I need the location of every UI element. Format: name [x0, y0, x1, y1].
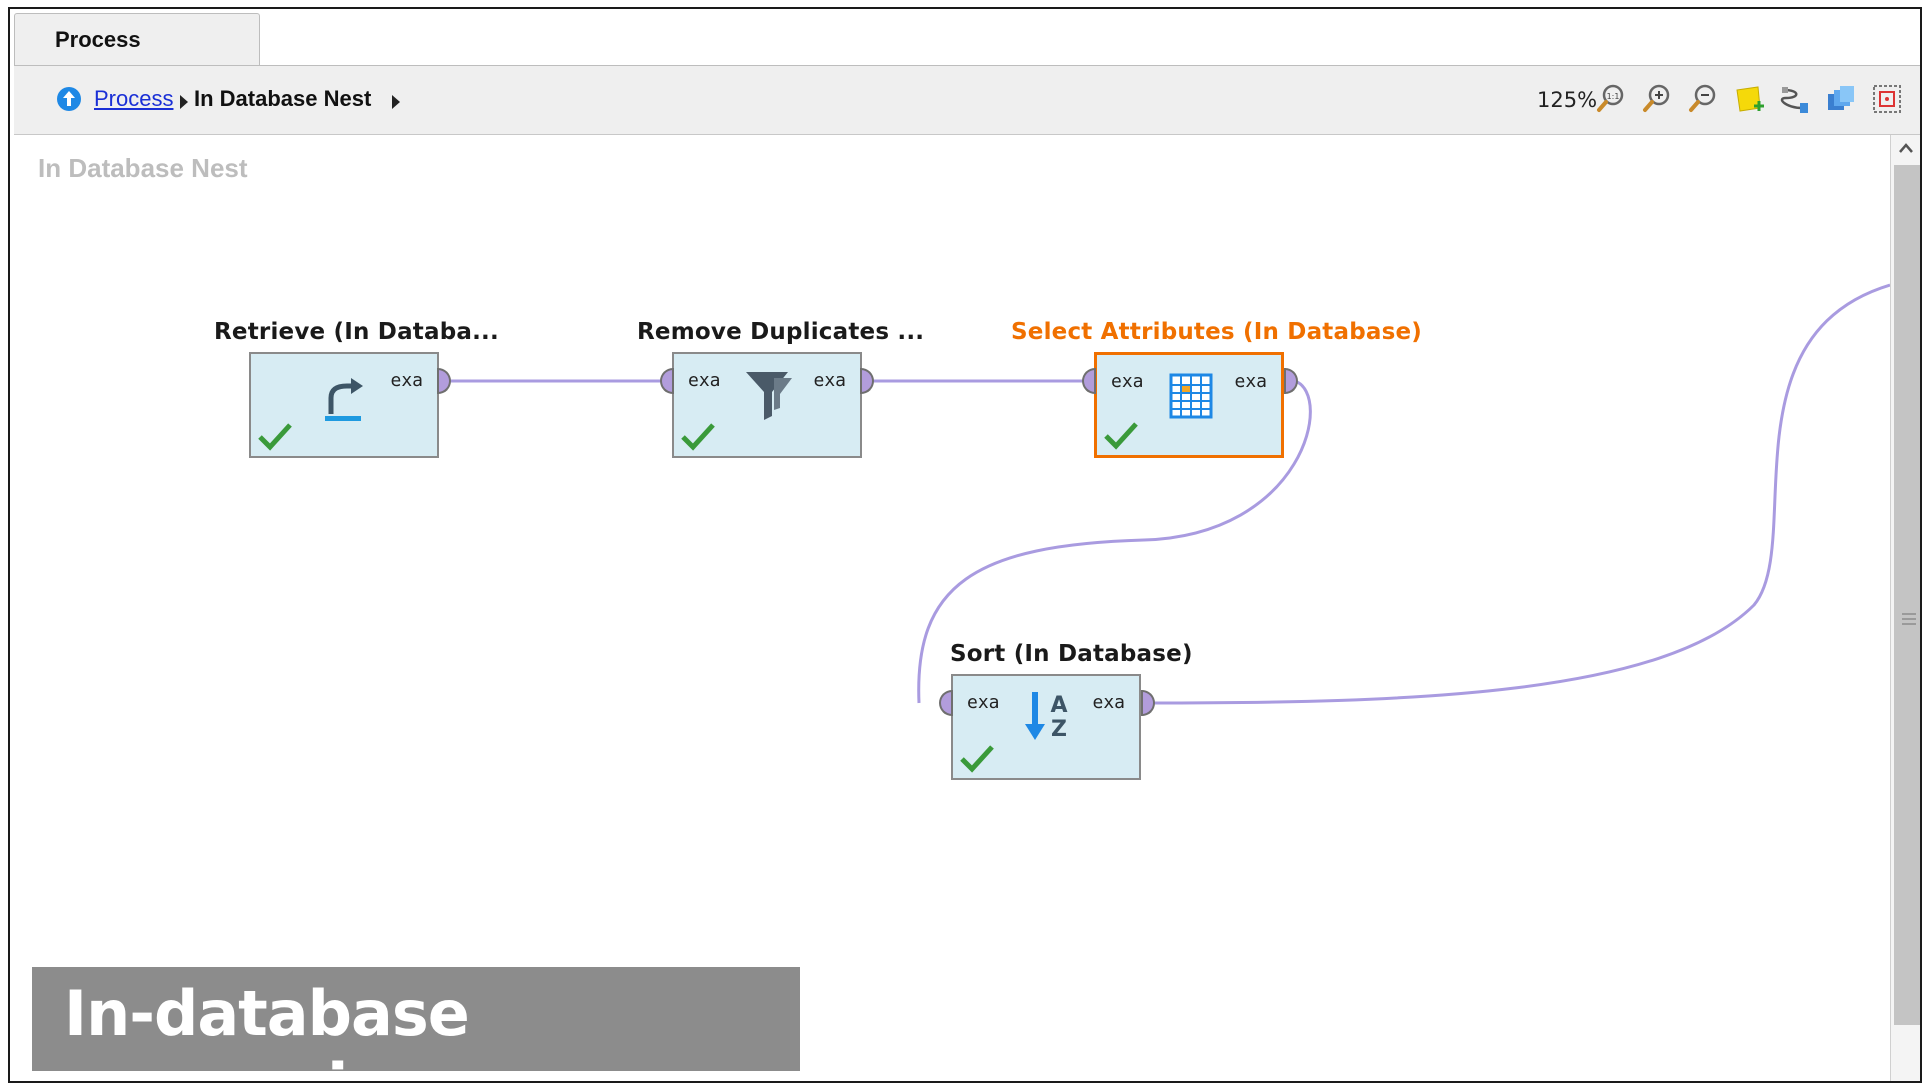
- success-check-icon: [960, 745, 994, 773]
- input-port[interactable]: [660, 368, 674, 394]
- table-grid-icon: [1169, 373, 1213, 419]
- svg-text:A: A: [1050, 693, 1067, 718]
- port-label-input: exa: [688, 370, 721, 391]
- port-label-output: exa: [1092, 692, 1125, 713]
- zoom-reset-icon[interactable]: 1:1: [1594, 82, 1628, 116]
- wire-sort-to-output: [1146, 283, 1890, 705]
- arrange-icon[interactable]: [1824, 82, 1858, 116]
- breadcrumb-process-link[interactable]: Process: [94, 86, 174, 111]
- caption-banner: In-database processing: [32, 967, 800, 1081]
- breadcrumb-current[interactable]: In Database Nest: [194, 86, 372, 111]
- port-label-output: exa: [813, 370, 846, 391]
- scroll-up-icon[interactable]: [1897, 140, 1915, 158]
- success-check-icon: [258, 423, 292, 451]
- svg-text:1:1: 1:1: [1607, 92, 1620, 101]
- canvas-title: In Database Nest: [38, 153, 248, 183]
- vertical-scrollbar[interactable]: [1890, 135, 1920, 1081]
- zoom-in-icon[interactable]: [1640, 82, 1674, 116]
- connection-wires: [450, 283, 1890, 705]
- process-toolbar: Process In Database Nest 125% 1:1: [14, 65, 1920, 135]
- scrollbar-grip-icon: [1902, 613, 1916, 628]
- retrieve-arrow-icon: [325, 378, 363, 421]
- port-label-output: exa: [390, 370, 423, 391]
- fit-view-icon[interactable]: [1870, 82, 1904, 116]
- operator-remove-duplicates[interactable]: exa exa: [672, 352, 862, 458]
- scrollbar-thumb[interactable]: [1894, 165, 1920, 1025]
- breadcrumb-separator-icon: [180, 95, 188, 109]
- operator-title-remove-duplicates: Remove Duplicates ...: [637, 319, 925, 345]
- port-label-input: exa: [967, 692, 1000, 713]
- breadcrumb-expand-icon[interactable]: [392, 95, 400, 109]
- tab-strip: Process: [10, 9, 1920, 66]
- navigate-up-icon[interactable]: [56, 86, 82, 112]
- process-canvas[interactable]: In Database Nest Retrieve (In Databa... …: [14, 135, 1890, 1081]
- operator-title-sort: Sort (In Database): [950, 641, 1193, 667]
- port-label-output: exa: [1234, 371, 1267, 392]
- auto-wire-icon[interactable]: [1778, 82, 1812, 116]
- zoom-out-icon[interactable]: [1686, 82, 1720, 116]
- svg-text:Z: Z: [1051, 717, 1067, 742]
- tab-process[interactable]: Process: [14, 13, 260, 66]
- operator-sort[interactable]: exa exa A Z: [951, 674, 1141, 780]
- success-check-icon: [1104, 422, 1138, 450]
- operator-select-attributes[interactable]: exa exa: [1094, 352, 1284, 458]
- success-check-icon: [681, 423, 715, 451]
- input-port[interactable]: [939, 690, 953, 716]
- input-port[interactable]: [1082, 368, 1096, 394]
- port-label-input: exa: [1111, 371, 1144, 392]
- zoom-level: 125%: [1537, 88, 1598, 112]
- process-panel: Process Process In Database Nest 125% 1:…: [8, 7, 1922, 1083]
- operator-title-select-attributes: Select Attributes (In Database): [1011, 319, 1422, 345]
- wire-select-attributes-to-sort: [917, 379, 1312, 704]
- add-note-icon[interactable]: [1732, 82, 1766, 116]
- operator-title-retrieve: Retrieve (In Databa...: [214, 319, 499, 345]
- operator-retrieve[interactable]: exa: [249, 352, 439, 458]
- funnel-icon: [746, 372, 792, 420]
- sort-az-icon: A Z: [1025, 692, 1068, 742]
